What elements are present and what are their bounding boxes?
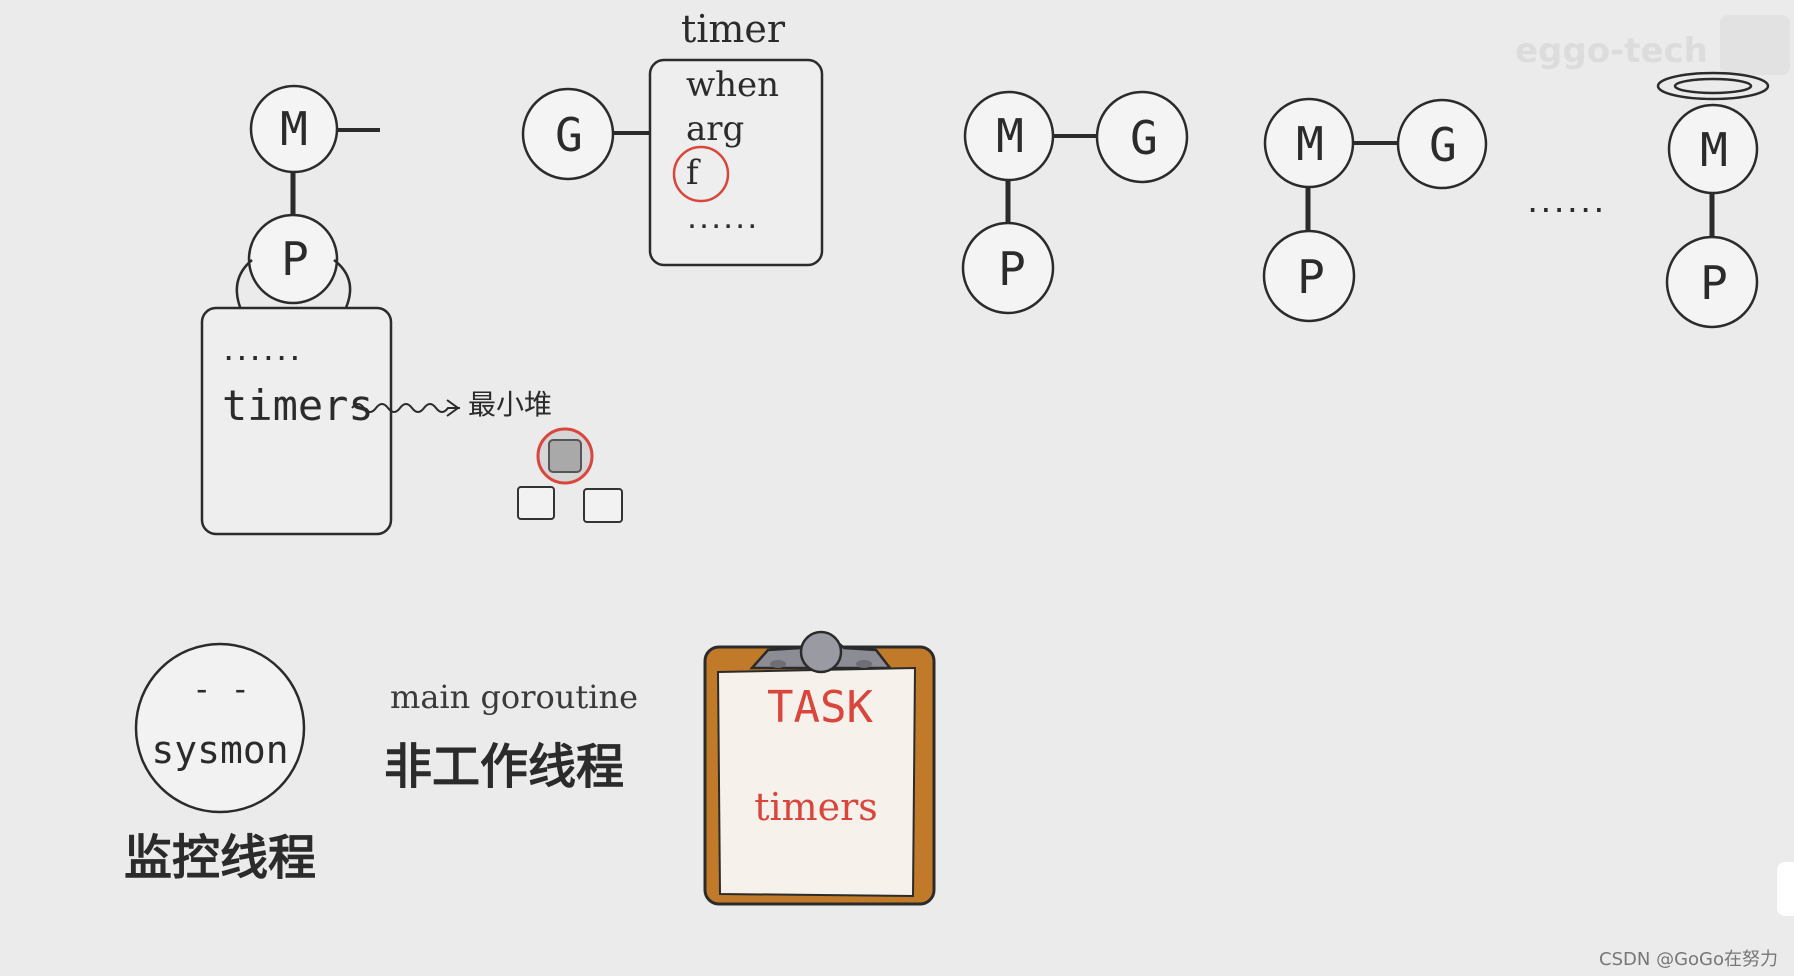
timer-field-when: when: [686, 65, 779, 105]
sysmon-caption: 监控线程: [124, 830, 316, 886]
node-m-4: [1263, 97, 1355, 189]
sysmon-name: sysmon: [151, 728, 288, 772]
clipboard-clip-top: [799, 630, 843, 674]
m-g-p-4: [1262, 97, 1488, 323]
p-local-box: [200, 306, 393, 536]
clipboard: [703, 630, 936, 906]
timer-field-f: f: [686, 153, 701, 193]
watermark-top: eggo-tech: [1515, 31, 1708, 71]
main-goroutine-title: main goroutine: [390, 678, 638, 716]
node-p-1: [247, 213, 339, 305]
heap-left: [517, 486, 555, 520]
node-m-3-label: M: [996, 109, 1024, 163]
node-g-3-label: G: [1130, 111, 1158, 165]
node-p-1-label: P: [281, 232, 309, 286]
clipboard-paper: [716, 666, 917, 898]
edge-tab: [1777, 862, 1794, 916]
m-g-p-3: [961, 90, 1189, 315]
node-m-5-label: M: [1700, 123, 1728, 177]
node-p-3: [961, 221, 1055, 315]
timer-box: [648, 58, 824, 267]
heap-right: [583, 488, 623, 523]
timer-field-arg: arg: [686, 109, 744, 149]
squiggle-arrow: [351, 403, 460, 413]
clipboard-heading: TASK: [767, 682, 873, 733]
sysmon-eyes: - -: [192, 670, 250, 708]
p-local-timers-label: timers: [222, 381, 374, 430]
heap-root: [548, 439, 582, 473]
node-p-4: [1262, 229, 1356, 323]
halo-inner: [1673, 77, 1753, 95]
node-m-1-label: M: [280, 102, 308, 156]
m-p-with-timers: [200, 84, 460, 536]
node-p-5-label: P: [1700, 256, 1728, 310]
node-g-4-label: G: [1429, 118, 1457, 172]
groups-ellipsis: ......: [1526, 193, 1605, 218]
node-g-4: [1396, 98, 1488, 190]
node-m-3: [963, 90, 1055, 182]
node-m-4-label: M: [1296, 117, 1324, 171]
g-timer: [521, 58, 824, 267]
node-p-3-label: P: [998, 242, 1026, 296]
watermark-bottom: CSDN @GoGo在努力: [1599, 949, 1778, 970]
m-p-idle-5: [1656, 71, 1770, 329]
node-m-1: [249, 84, 339, 174]
node-g-1: [521, 87, 615, 181]
clipboard-item: timers: [754, 785, 878, 829]
sysmon-circle: [134, 642, 306, 814]
halo-outer: [1656, 71, 1770, 101]
p-local-ellipsis: ......: [222, 341, 301, 366]
timer-field-ellipsis: ......: [686, 209, 758, 233]
min-heap-label: 最小堆: [468, 388, 552, 421]
watermark-logo: [1720, 15, 1790, 75]
min-heap: [517, 427, 623, 523]
timer-f-highlight: [672, 145, 730, 203]
node-g-3: [1095, 90, 1189, 184]
node-g-1-label: G: [555, 108, 583, 162]
node-m-5: [1667, 103, 1759, 195]
node-p-4-label: P: [1297, 250, 1325, 304]
main-goroutine-subtitle: 非工作线程: [384, 739, 624, 795]
timer-title: timer: [681, 7, 786, 51]
node-p-5: [1665, 235, 1759, 329]
